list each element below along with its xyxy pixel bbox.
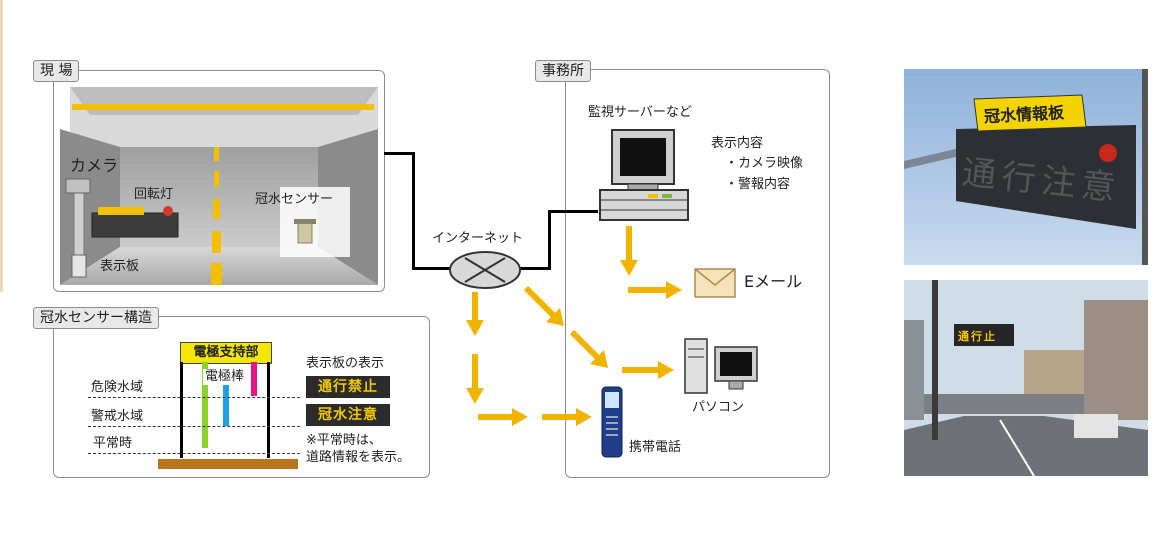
display-board-label: 表示板 [100,259,140,274]
level-line-normal [88,453,300,454]
pc-label: パソコン [692,400,745,415]
electrode-support-label: 電極支持部 [180,342,272,364]
arrow-to-email [628,281,682,299]
note-line-1: ※平常時は、 [306,433,382,448]
level-line-danger [88,397,300,398]
level-warning-label: 警戒水域 [91,409,144,424]
internet-label: インターネット [432,231,524,246]
envelope-icon [694,268,736,298]
tunnel-illustration [60,87,378,285]
arrow-router-diagonal-1 [524,286,564,326]
server-label: 監視サーバーなど [588,105,692,120]
sensor-structure-tab: 冠水センサー構造 [33,307,159,329]
photo-road-sign-text: 通行止 [958,330,997,343]
note-line-2: 道路情報を表示。 [306,450,411,465]
arrow-to-mobile-left [478,408,528,426]
electrode-rod-blue [223,382,229,426]
site-wire-to-router [412,267,450,270]
arrow-to-mobile-right [542,408,592,426]
camera-label: カメラ [70,156,119,175]
pc-icon [684,338,758,394]
office-tab: 事務所 [535,60,591,82]
level-danger-label: 危険水域 [91,380,144,395]
sign-warning: 冠水注意 [306,404,390,426]
base-plate [158,459,298,469]
electrode-rod-label: 電極棒 [203,369,247,385]
photo-road-sign: 通行止 [904,280,1148,476]
level-line-warning [88,426,300,427]
email-label: Eメール [744,272,803,291]
arrow-server-down [620,226,638,276]
photo-flood-sign: 冠水情報板 通行注意 [904,69,1148,265]
support-post-right [267,362,270,458]
content-item-camera: ・カメラ映像 [725,156,804,171]
board-display-title: 表示板の表示 [306,356,385,371]
level-normal-label: 平常時 [93,436,133,451]
mobile-phone-icon [601,386,623,458]
server-computer-icon [599,129,689,221]
office-wire-vertical [548,210,551,270]
content-item-alert: ・警報内容 [725,177,791,192]
left-edge-bar [0,0,3,292]
mobile-label: 携帯電話 [629,440,682,455]
content-title: 表示内容 [711,136,764,151]
sensor-label: 冠水センサー [255,192,334,207]
office-wire-to-server [548,210,598,213]
sign-danger: 通行禁止 [306,376,390,398]
electrode-rod-green [202,362,208,448]
arrow-to-pc [622,361,674,379]
site-wire-horizontal [384,152,414,155]
router-icon [449,251,521,289]
site-tab: 現 場 [33,60,80,82]
arrow-router-down-2 [466,354,484,404]
support-post-left [180,362,183,458]
beacon-label: 回転灯 [134,187,174,202]
site-wire-vertical [412,152,415,270]
electrode-rod-magenta [251,362,257,396]
photo-sign-header: 冠水情報板 [983,102,1065,127]
arrow-router-down-1 [466,292,484,336]
office-wire-from-router [520,267,550,270]
arrow-router-diagonal-2 [570,330,608,368]
